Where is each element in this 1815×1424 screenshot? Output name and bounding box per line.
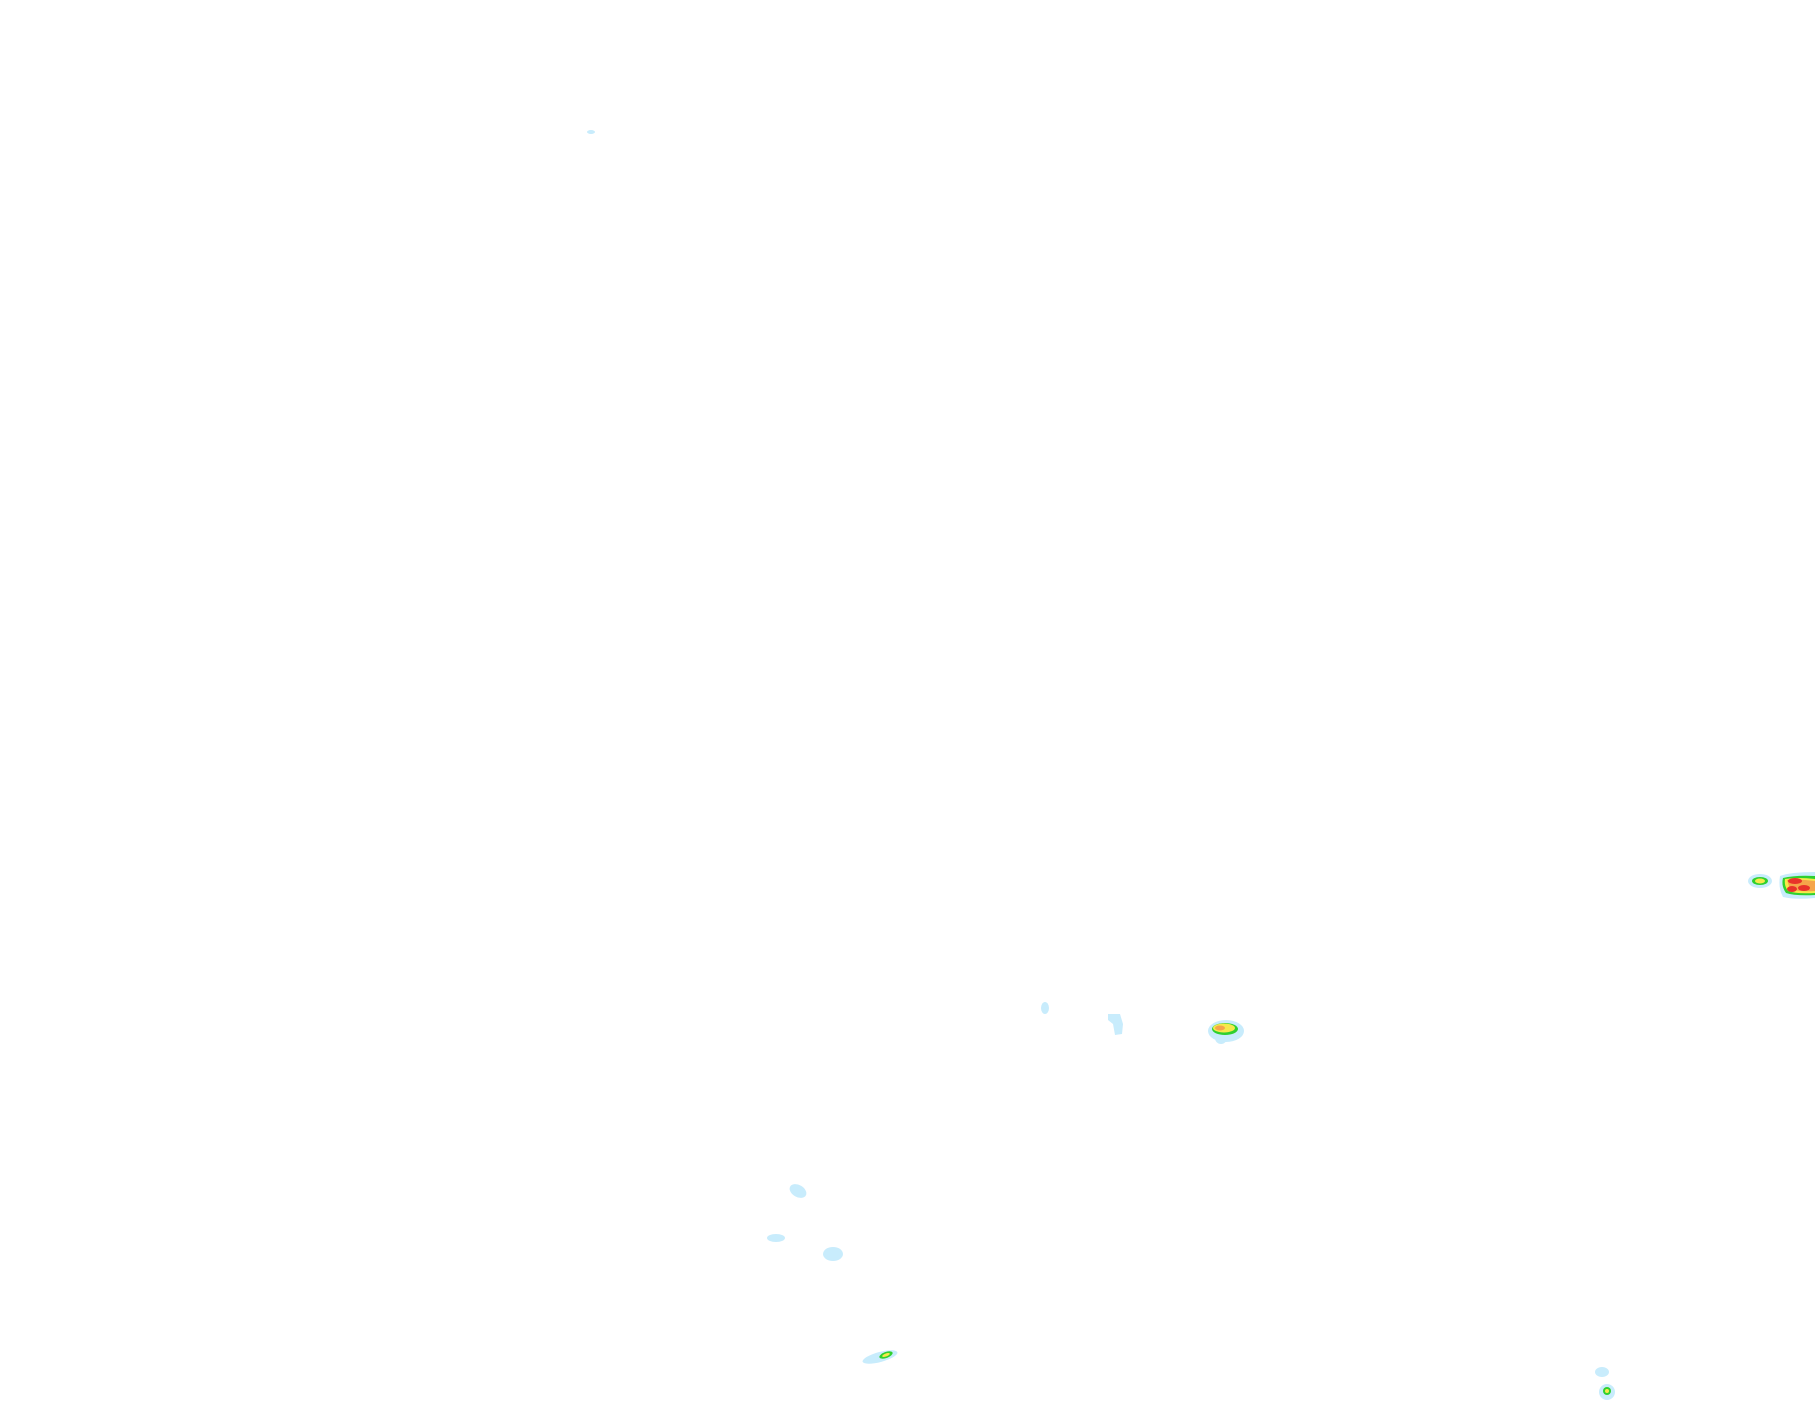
precip-cell (1599, 1384, 1615, 1400)
precip-cell (1041, 1002, 1049, 1014)
precip-cell (587, 130, 595, 134)
precip-cell (1208, 1020, 1244, 1044)
precip-cell (1595, 1367, 1609, 1377)
precip-cell (823, 1247, 843, 1261)
precip-cell (789, 1184, 807, 1198)
precip-cell (767, 1234, 785, 1242)
precip-cell (862, 1350, 898, 1364)
precip-cell (1108, 1014, 1123, 1035)
precip-cell (1748, 874, 1772, 888)
precip-cell (1779, 872, 1815, 899)
